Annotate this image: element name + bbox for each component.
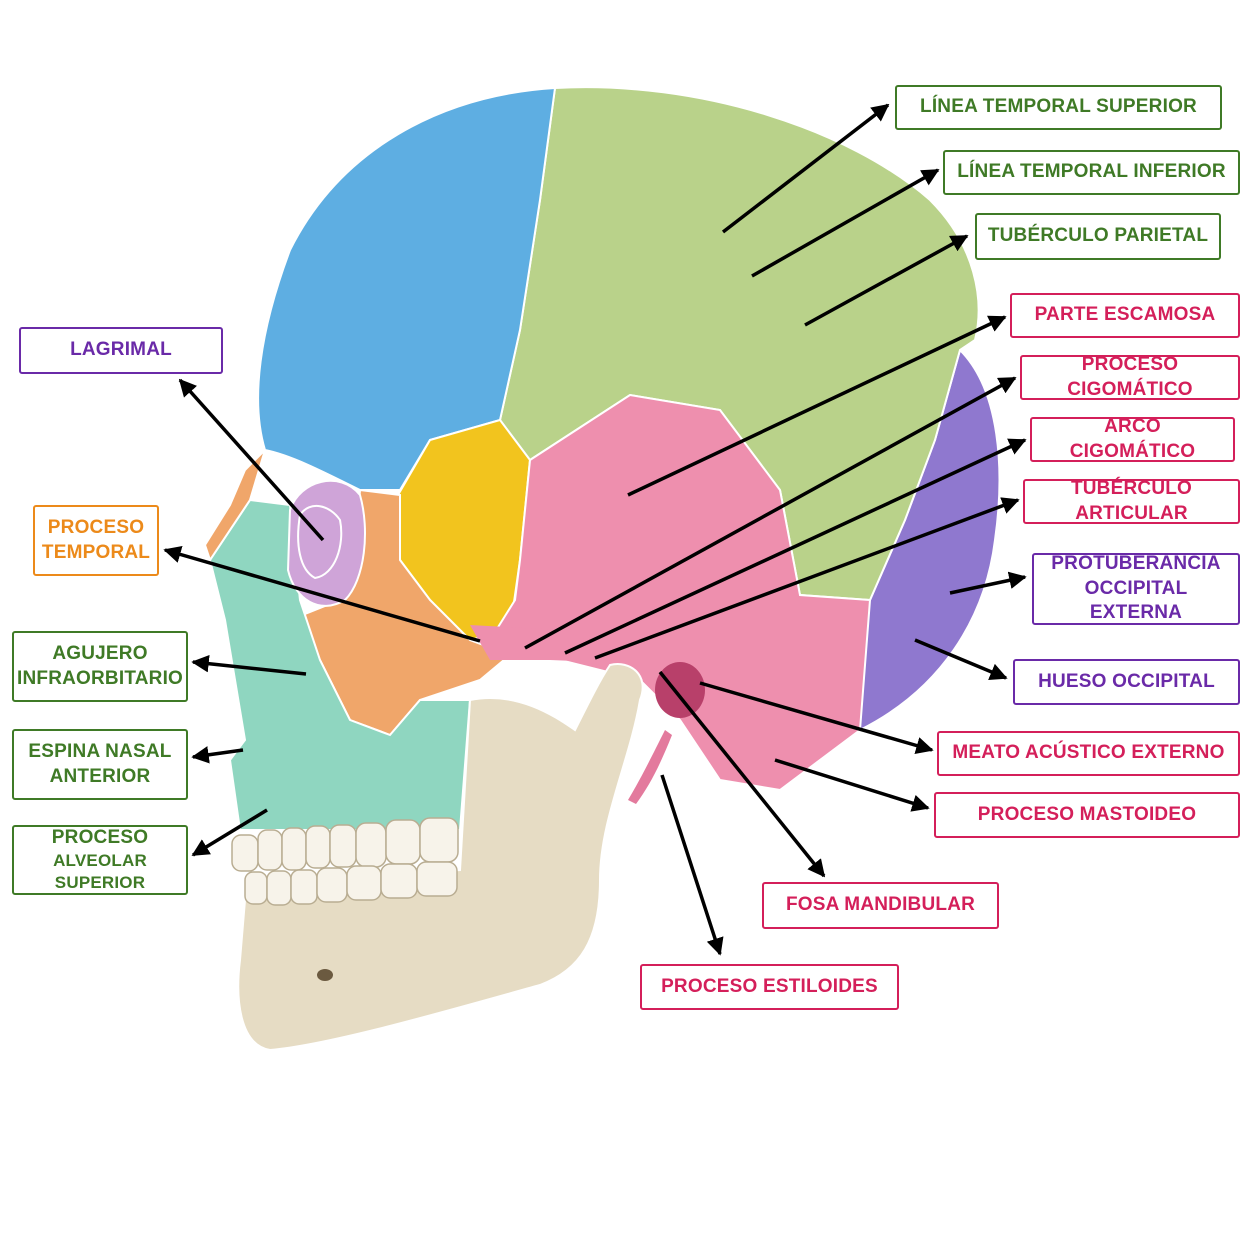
label-text: LAGRIMAL [70, 339, 172, 361]
label-tuberculo-parietal: TUBÉRCULO PARIETAL [975, 213, 1221, 260]
label-tuberculo-articular: TUBÉRCULO ARTICULAR [1023, 477, 1240, 524]
label-linea-temporal-superior: LÍNEA TEMPORAL SUPERIOR [895, 85, 1222, 130]
label-hueso-occipital: HUESO OCCIPITAL [1013, 659, 1240, 705]
label-agujero-infraorbitario: AGUJERO INFRAORBITARIO [12, 631, 188, 702]
label-linea-temporal-inferior: LÍNEA TEMPORAL INFERIOR [943, 150, 1240, 195]
label-text: PROCESO TEMPORAL [41, 516, 151, 563]
acoustic-meatus [655, 662, 705, 718]
label-text: PROCESO CIGOMÁTICO [1067, 353, 1193, 400]
label-text: PARTE ESCAMOSA [1034, 304, 1216, 326]
label-text: FOSA MANDIBULAR [785, 894, 976, 916]
label-protuberancia-occipital-externa: PROTUBERANCIA OCCIPITAL EXTERNA [1032, 553, 1240, 625]
styloid-process [628, 730, 672, 804]
label-text: PROCESO ESTILOIDES [661, 975, 878, 997]
label-lagrimal: LAGRIMAL [19, 327, 223, 374]
label-meato-acustico-externo: MEATO ACÚSTICO EXTERNO [937, 731, 1240, 776]
label-text: PROTUBERANCIA OCCIPITAL EXTERNA [1051, 552, 1221, 624]
label-text: PROCESO MASTOIDEO [977, 803, 1197, 825]
label-text: ESPINA NASAL ANTERIOR [28, 740, 172, 787]
nasal-region [203, 449, 266, 563]
label-text-line2: ALVEOLAR SUPERIOR [53, 851, 147, 893]
label-proceso-estiloides: PROCESO ESTILOIDES [640, 964, 899, 1010]
label-fosa-mandibular: FOSA MANDIBULAR [762, 882, 999, 929]
label-arco-cigomatico: ARCO CIGOMÁTICO [1030, 415, 1235, 462]
label-proceso-temporal: PROCESO TEMPORAL [33, 505, 159, 576]
mental-foramen [317, 969, 333, 981]
label-text: MEATO ACÚSTICO EXTERNO [952, 742, 1225, 764]
zygomatic-arch [470, 625, 610, 662]
leader-lines [163, 103, 1027, 956]
label-text: LÍNEA TEMPORAL SUPERIOR [920, 96, 1197, 118]
label-text: TUBÉRCULO PARIETAL [987, 225, 1209, 247]
label-proceso-mastoideo: PROCESO MASTOIDEO [934, 792, 1240, 838]
label-text: LÍNEA TEMPORAL INFERIOR [957, 161, 1226, 183]
label-proceso-alveolar-superior: PROCESO ALVEOLAR SUPERIOR [12, 825, 188, 895]
label-text: AGUJERO INFRAORBITARIO [16, 642, 184, 689]
mandible-bone [237, 663, 644, 1052]
label-text: HUESO OCCIPITAL [1038, 670, 1215, 692]
label-text-line1: PROCESO [51, 826, 149, 848]
label-text: ARCO CIGOMÁTICO [1069, 415, 1196, 462]
teeth [231, 817, 459, 906]
label-espina-nasal-anterior: ESPINA NASAL ANTERIOR [12, 729, 188, 800]
label-text: TUBÉRCULO ARTICULAR [1070, 477, 1193, 524]
label-parte-escamosa: PARTE ESCAMOSA [1010, 293, 1240, 338]
frontal-bone [257, 86, 557, 491]
label-proceso-cigomatico: PROCESO CIGOMÁTICO [1020, 353, 1240, 400]
